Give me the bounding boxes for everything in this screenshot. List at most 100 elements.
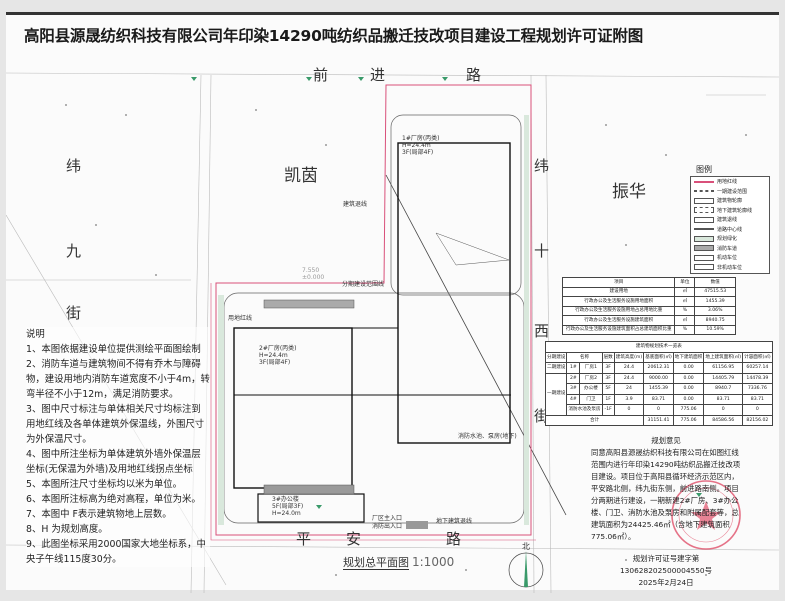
table-cell: 0	[703, 404, 744, 416]
table-cell: 47515.53	[694, 286, 736, 297]
table-cell: 8940.75	[694, 315, 736, 326]
road-label: 纬	[66, 157, 82, 175]
road-label: 西	[534, 322, 550, 340]
table-cell: 名称	[566, 351, 603, 363]
legend-title: 图例	[696, 165, 712, 174]
table-cell: 办公楼	[579, 383, 603, 395]
table-cell: 行政办公及生活服务设施用地占总用地比重	[561, 305, 676, 316]
table-cell: 0.00	[672, 393, 705, 405]
table-cell: 单位	[674, 277, 696, 288]
table-cell: 0	[643, 404, 674, 416]
table-cell: 行政办公及生活服务设施建筑面积	[561, 315, 676, 326]
table-cell: 1#	[566, 362, 581, 374]
table-cell: 3.9	[613, 393, 645, 405]
road-label: 街	[66, 304, 82, 322]
road-label: 路	[446, 530, 462, 548]
legend-swatch	[694, 207, 714, 214]
table-cell: 775.06	[672, 404, 705, 416]
table-cell: 775.06	[672, 414, 705, 426]
table-cell: 建筑物规划技术一览表	[545, 341, 773, 353]
elevation-label: 7.550±0.000	[302, 267, 325, 281]
table-row: 行政办公及生活服务设施建筑面积占总建筑面积比重%10.59%	[561, 324, 736, 335]
north-arrow-icon	[508, 551, 544, 588]
road-label: 九	[66, 242, 82, 260]
table-cell: 24.4	[613, 362, 645, 374]
table-cell: 行政办公及生活服务设施用地面积	[561, 296, 676, 307]
table-cell: 7336.76	[742, 383, 773, 395]
table-cell: 1F	[601, 393, 615, 405]
legend: 用地红线 一期建设范围 建筑物轮廓 地下建筑轮廓线 建筑退线 道路中心线 规划绿…	[690, 176, 770, 274]
table-cell: 84586.56	[703, 414, 744, 426]
table-cell: 14478.39	[742, 372, 773, 384]
map-label: 用地红线	[228, 315, 253, 322]
north-label: 北	[522, 542, 530, 551]
table-cell: ㎡	[674, 286, 696, 297]
road-label: 十	[534, 242, 550, 260]
notes-block: 说明 1、本图依据建设单位提供测绘平面图绘制 2、消防车道与建筑物间不得有乔木与…	[26, 327, 210, 567]
table-cell: 2#	[566, 372, 581, 384]
table-cell: 建筑高度(m)	[613, 351, 645, 363]
table-cell: ㎡	[674, 315, 696, 326]
planning-approval: 规划意见 同意高阳县源晟纺织科技有限公司在如图红线范围内进行年印染14290吨纺…	[591, 436, 741, 587]
table-cell: 数值	[694, 277, 736, 288]
road-label: 平	[296, 530, 312, 548]
table-cell: 3F	[601, 372, 615, 384]
legend-swatch	[694, 197, 714, 204]
table-cell: 门卫	[579, 393, 603, 405]
building-table: 建筑物规划技术一览表 分期建设名称层数建筑高度(m)基底面积(㎡)地下建筑面积地…	[544, 341, 773, 426]
table-cell: %	[674, 305, 696, 316]
plan-title: 规划总平面图	[343, 556, 409, 570]
road-label: 安	[346, 530, 362, 548]
table-cell: 14405.79	[703, 372, 744, 384]
map-label: 地下建筑退线	[436, 518, 473, 525]
legend-swatch	[694, 228, 714, 231]
legend-swatch	[694, 190, 714, 193]
table-cell: 0.00	[672, 362, 705, 374]
table-cell: 合计	[544, 414, 645, 426]
document-title: 高阳县源晟纺织科技有限公司年印染14290吨纺织品搬迁技改项目建设工程规划许可证…	[24, 27, 644, 45]
map-label: 消防水池、泵房(地下)	[458, 433, 517, 440]
table-cell: 基底面积(㎡)	[643, 351, 674, 363]
table-cell: 项目	[561, 277, 676, 288]
table-cell: 9000.00	[643, 372, 674, 384]
table-cell: -1F	[601, 404, 615, 416]
legend-swatch	[694, 245, 714, 252]
plan-scale: 1:1000	[412, 555, 455, 569]
road-label: 纬	[534, 157, 550, 175]
table-cell: 计容面积(㎡)	[742, 351, 773, 363]
table-cell: 1455.39	[694, 296, 736, 307]
area-label: 振华	[612, 182, 646, 202]
table-cell: 83.71	[643, 393, 674, 405]
map-label: 消防出入口	[372, 523, 403, 530]
table-cell: 地上建筑面积(㎡)	[703, 351, 744, 363]
table-cell: 20612.31	[643, 362, 674, 374]
table-cell: 82156.02	[742, 414, 773, 426]
table-cell: 3#	[566, 383, 581, 395]
table-cell: 3F	[601, 362, 615, 374]
table-cell: 建设用地	[561, 286, 676, 297]
legend-swatch	[694, 235, 714, 242]
table-cell: 层数	[601, 351, 615, 363]
table-cell: 厂房2	[579, 372, 603, 384]
table-cell: 24	[613, 383, 645, 395]
table-cell: 5F	[601, 383, 615, 395]
table-cell: 83.71	[742, 393, 773, 405]
map-label: 建筑退线	[343, 201, 368, 208]
table-cell: 61156.95	[703, 362, 744, 374]
table-cell: 消防水池及泵房	[566, 404, 603, 416]
table-cell: 行政办公及生活服务设施建筑面积占总建筑面积比重	[561, 324, 676, 335]
table-cell: 0.00	[672, 383, 705, 395]
table-cell: 3.06%	[694, 305, 736, 316]
site-plan-map	[6, 72, 779, 593]
table-cell: 83.71	[703, 393, 744, 405]
table-cell: 1455.39	[643, 383, 674, 395]
